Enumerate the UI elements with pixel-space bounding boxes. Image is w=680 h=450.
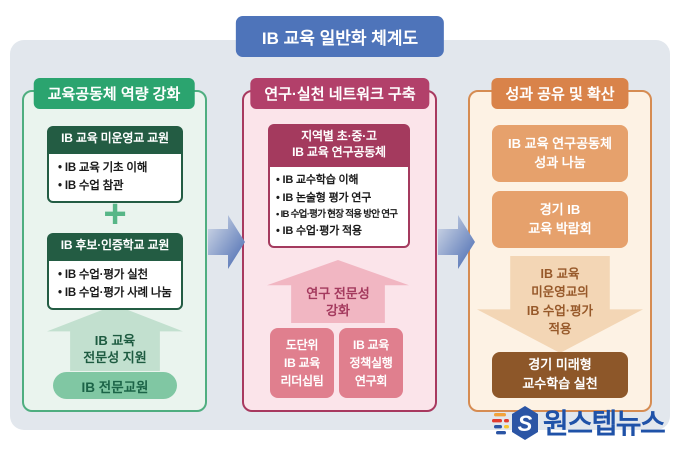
list-item: IB 논술형 평가 연구: [276, 190, 404, 208]
list-item: IB 수업·평가 사례 나눔: [58, 284, 177, 302]
network-leadership-team-box: 도단위 IB 교육 리더십팀: [270, 328, 334, 398]
network-research-community-list: IB 교수학습 이해 IB 논술형 평가 연구 IB 수업·평가 현장 적용 방…: [268, 165, 410, 249]
list-item: IB 수업·평가 현장 적용 방안 연구: [276, 207, 404, 222]
column-community-header: 교육공동체 역량 강화: [33, 78, 195, 109]
spread-results-sharing-box: IB 교육 연구공동체 성과 나눔: [492, 125, 628, 182]
list-item: IB 수업·평가 적용: [276, 223, 404, 241]
network-strength-label: 연구 전문성 강화: [306, 286, 370, 319]
spread-apply-label: IB 교육 미운영교의 IB 수업·평가 적용: [526, 267, 594, 336]
onestep-news-logo: S 원스텝뉴스: [492, 404, 666, 444]
community-candidate-list: IB 수업·평가 실천 IB 수업·평가 사례 나눔: [47, 258, 183, 311]
network-research-community-box: 지역별 초·중·고 IB 교육 연구공동체 IB 교수학습 이해 IB 논술형 …: [268, 124, 410, 249]
flow-arrow-right-icon: [438, 215, 475, 269]
expert-teacher-pill: IB 전문교원: [53, 372, 177, 399]
community-non-operating-list: IB 교육 기초 이해 IB 수업 참관: [47, 151, 183, 204]
network-research-community-title: 지역별 초·중·고 IB 교육 연구공동체: [268, 124, 410, 166]
list-item: IB 교육 기초 이해: [58, 159, 177, 177]
community-candidate-title: IB 후보·인증학교 교원: [47, 233, 183, 259]
column-spread-header: 성과 공유 및 확산: [491, 78, 629, 109]
spread-expo-box: 경기 IB 교육 박람회: [492, 191, 628, 248]
column-network-header: 연구·실천 네트워크 구축: [250, 78, 430, 109]
community-candidate-box: IB 후보·인증학교 교원 IB 수업·평가 실천 IB 수업·평가 사례 나눔: [47, 233, 183, 311]
spread-future-learning-box: 경기 미래형 교수학습 실천: [492, 352, 628, 398]
community-non-operating-box: IB 교육 미운영교 교원 IB 교육 기초 이해 IB 수업 참관: [47, 126, 183, 204]
community-non-operating-title: IB 교육 미운영교 교원: [47, 126, 183, 152]
onestep-news-logo-icon: S: [492, 406, 538, 440]
community-support-label: IB 교육 전문성 지원: [83, 333, 147, 366]
list-item: IB 수업 참관: [58, 177, 177, 195]
onestep-news-logo-text: 원스텝뉴스: [543, 408, 666, 439]
flow-arrow-right-icon: [208, 215, 245, 269]
svg-text:S: S: [518, 411, 533, 436]
network-policy-group-box: IB 교육 정책실행 연구회: [339, 328, 403, 398]
plus-icon: +: [103, 192, 127, 236]
list-item: IB 수업·평가 실천: [58, 266, 177, 284]
list-item: IB 교수학습 이해: [276, 172, 404, 190]
diagram-title: IB 교육 일반화 체계도: [235, 16, 445, 57]
